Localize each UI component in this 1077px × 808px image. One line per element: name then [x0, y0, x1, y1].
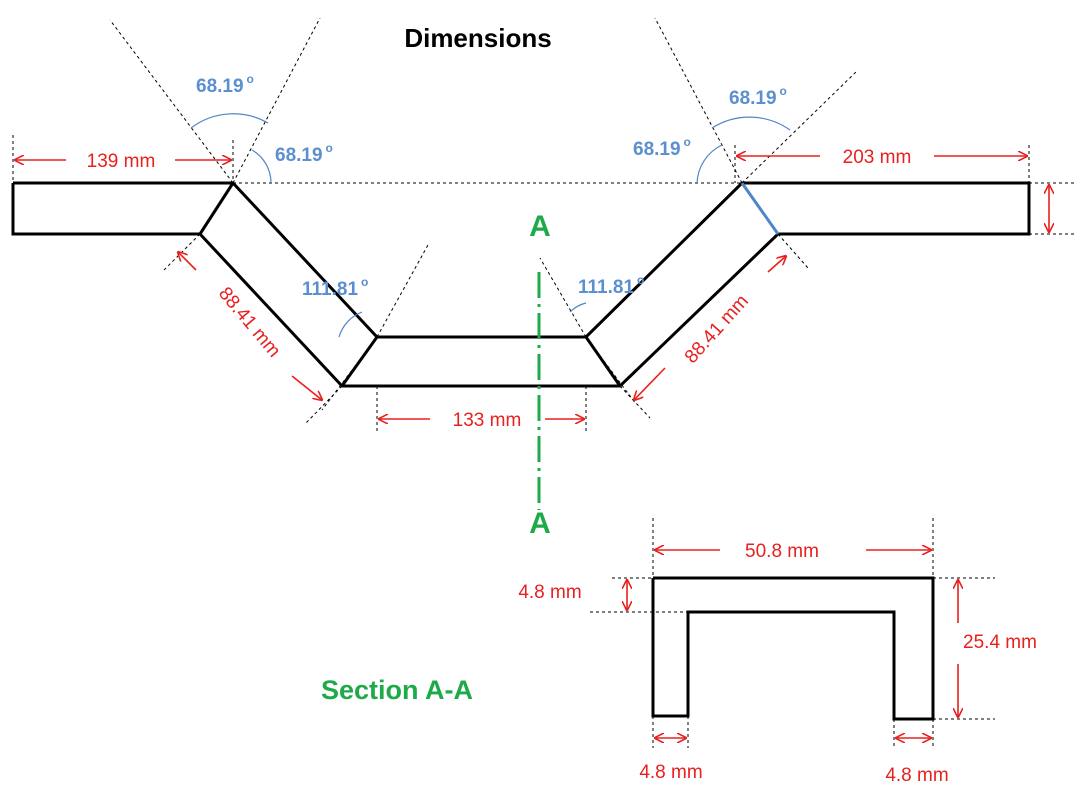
dim-section-height: 25.4 mm: [963, 632, 1037, 653]
left-bend-line-top: [198, 182, 235, 235]
section-dimension-labels: 50.8 mm 4.8 mm 25.4 mm 4.8 mm 4.8 mm: [518, 541, 1037, 786]
dim-bottom: 133 mm: [453, 410, 522, 431]
dim-left-flange: 139 mm: [87, 151, 156, 172]
dim-section-width: 50.8 mm: [745, 541, 819, 562]
right-bend-line-bottom: [584, 336, 622, 387]
angle-arc-top-right-inner: [696, 144, 723, 184]
left-bend-line-bottom: [340, 336, 379, 387]
dim-right-leg: 88.41 mm: [681, 291, 753, 368]
angle-arc-top-left-inner: [251, 149, 272, 184]
dimension-lines: [15, 156, 1049, 419]
section-dimension-lines: [627, 550, 958, 738]
angle-arc-bottom-left: [338, 311, 363, 338]
angle-arc-bottom-right: [569, 302, 587, 313]
construction-lines: [12, 17, 1077, 432]
dim-section-top-thickness: 4.8 mm: [518, 582, 581, 603]
section-construction-lines: [590, 518, 995, 748]
angle-arc-top-left-outer: [190, 113, 269, 129]
part-outer-edge: [11, 181, 1031, 388]
diagram-title: Dimensions: [404, 23, 551, 53]
angle-arc-top-right-outer: [711, 116, 791, 131]
dim-left-leg: 88.41 mm: [214, 283, 284, 361]
section-marker-bottom: A: [529, 507, 551, 540]
section-title: Section A-A: [321, 675, 473, 705]
section-marker-top: A: [529, 210, 551, 243]
dim-section-left-thickness: 4.8 mm: [639, 762, 702, 783]
section-profile: [651, 576, 935, 721]
dim-right-flange: 203 mm: [843, 147, 912, 168]
right-bend-line-top: [740, 182, 780, 235]
channel-outline: [651, 576, 935, 721]
angle-arcs: [190, 113, 791, 338]
dimension-labels: 139 mm 203 mm 133 mm 88.41 mm 88.41 mm: [87, 147, 912, 431]
bent-part-outline: [11, 181, 1031, 388]
section-cut-line: A A: [529, 210, 551, 540]
dim-section-right-thickness: 4.8 mm: [885, 765, 948, 786]
